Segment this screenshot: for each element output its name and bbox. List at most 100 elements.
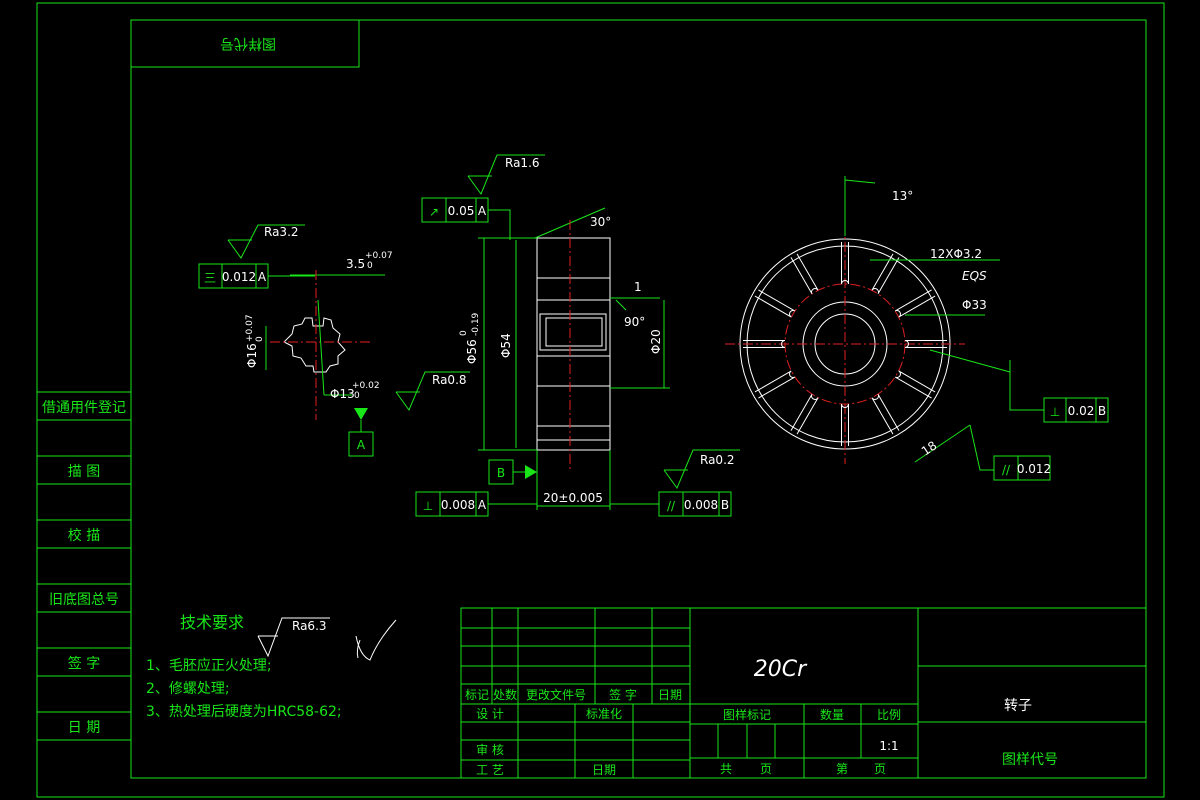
dia33-label: Φ33: [962, 298, 987, 312]
front-perp-value: 0.02: [1068, 404, 1095, 418]
roughness-symbol-ra63: [257, 617, 330, 658]
left-col-label-3: 旧底图总号: [49, 592, 119, 608]
parallel-symbol: //: [667, 499, 676, 513]
outer-frame: [36, 2, 1165, 798]
rotor-slot: [790, 393, 819, 435]
tech-item-1: 1、毛胚应正火处理;: [146, 657, 272, 674]
roughness-ra16: Ra1.6: [505, 156, 540, 170]
rotor-slot: [894, 289, 936, 318]
dia56-tol-upper: 0: [459, 330, 469, 336]
rotor-slot: [871, 393, 900, 435]
front-parallel-value: 0.012: [1017, 462, 1051, 476]
perp-value: 0.008: [441, 498, 475, 512]
holes-label: 12XΦ3.2: [930, 247, 982, 261]
stage-label: 图样标记: [723, 707, 771, 722]
row-label-3: 工 艺: [476, 763, 504, 777]
dia13-tol-upper: +0.02: [352, 381, 380, 391]
tech-heading: 技术要求: [180, 613, 244, 632]
front-perp-datum: B: [1098, 404, 1106, 418]
dia13-label: Φ13: [330, 387, 355, 401]
dia56-tol-lower: -0.19: [471, 312, 481, 336]
runout-datum: A: [478, 204, 487, 218]
drawing-code-label: 图样代号: [1002, 752, 1058, 768]
rev-header-4: 日期: [658, 688, 682, 702]
title-block: 标记 处数 更改文件号 签 字 日期 设 计 标准化 审 核 工 艺 日期 20…: [460, 607, 1147, 779]
dia56-label: Φ56: [465, 339, 479, 364]
rotor-slot: [754, 289, 796, 318]
left-col-label-4: 签 字: [68, 655, 100, 672]
rotor-slot: [871, 253, 900, 295]
angle-90: 90°: [624, 315, 645, 329]
row-label-4: 日期: [592, 763, 616, 777]
dia16-tol-lower: 0: [255, 336, 265, 342]
total-label: 共: [720, 762, 732, 776]
row-label-2: 审 核: [476, 742, 504, 757]
roughness-symbol-ra02: [663, 449, 740, 490]
roughness-ra32: Ra3.2: [264, 225, 299, 239]
rotor-section-body: [536, 237, 611, 451]
runout-value: 0.05: [448, 204, 475, 218]
rotor-slot: [790, 253, 819, 295]
rev-header-3: 签 字: [609, 687, 637, 702]
mirrored-title-text: 图样代号: [220, 35, 276, 51]
front-parallel-frame: [993, 455, 1051, 481]
dia16-label: Φ16: [245, 343, 259, 368]
datum-box-a: [348, 431, 374, 457]
angle-30: 30°: [590, 215, 611, 229]
tech-item-3: 3、热处理后硬度为HRC58-62;: [146, 704, 342, 720]
rev-header-0: 标记: [465, 688, 489, 702]
roughness-symbol-ra16: [467, 154, 545, 196]
rotor-slot: [894, 370, 936, 399]
rotor-slot: [841, 242, 849, 285]
width-dim: 20±0.005: [543, 491, 603, 505]
sheet-label: 第: [836, 762, 848, 776]
chamfer-dim: 3.5: [346, 257, 365, 271]
left-col-label-5: 日 期: [68, 720, 100, 736]
scale-label: 比例: [877, 708, 901, 722]
rotor-slot: [904, 340, 947, 348]
roughness-ra08: Ra0.8: [432, 373, 467, 387]
left-col-label-2: 校 描: [68, 527, 100, 544]
rotor-slot: [841, 403, 849, 446]
rotor-slots: [743, 242, 947, 446]
dia54-label: Φ54: [499, 333, 513, 358]
tolerance-symbol: 三: [204, 271, 216, 285]
front-perp-symbol: ⊥: [1050, 405, 1060, 419]
perp-symbol: ⊥: [423, 499, 433, 513]
angle-13: 13°: [892, 189, 913, 203]
row-label-0: 设 计: [476, 707, 504, 721]
left-col-label-1: 描 图: [68, 464, 100, 480]
left-view: 三 0.012 A Ra3.2 3.5 +0.07 0 Φ16 +0.07 0 …: [198, 224, 393, 457]
inner-frame: [130, 19, 1147, 779]
rotor-slot: [743, 340, 786, 348]
left-col-label-0: 借通用件登记: [42, 400, 126, 416]
qty-label: 数量: [820, 707, 844, 722]
datum-b-label: B: [497, 466, 505, 480]
dia13-tol-lower: 0: [354, 391, 360, 401]
dim-1: 1: [634, 280, 642, 294]
chamfer-tol-lower: 0: [367, 261, 373, 271]
front-view: 13° 12XΦ3.2 EQS Φ33 ⊥ 0.02 B 18 // 0.012: [725, 176, 1109, 481]
rotor-slot: [754, 370, 796, 399]
roughness-ra02: Ra0.2: [700, 453, 735, 467]
datum-triangle-a: [354, 408, 368, 420]
parallel-value: 0.008: [684, 498, 718, 512]
chamfer-tol-upper: +0.07: [365, 251, 393, 261]
datum-a-label: A: [357, 438, 366, 452]
tolerance-datum: A: [258, 270, 267, 284]
page-label: 页: [760, 762, 772, 776]
front-perp-frame: [1043, 397, 1109, 423]
mirrored-title-box: [130, 19, 360, 68]
tech-requirements: 技术要求 Ra6.3 1、毛胚应正火处理; 2、修螺处理; 3、热处理后硬度为H…: [146, 613, 397, 720]
dia20-label: Φ20: [649, 329, 663, 354]
roughness-symbol-ra08: [395, 371, 470, 412]
left-column: 借通用件登记 描 图 校 描 旧底图总号 签 字 日 期: [37, 391, 131, 741]
dia16-tol-upper: +0.07: [245, 314, 255, 342]
rev-header-2: 更改文件号: [526, 687, 586, 702]
dim-18: 18: [919, 438, 939, 458]
material: 20Cr: [754, 657, 808, 682]
section-view: ↗ 0.05 A Ra1.6 30° Φ56 0 -0.19 Φ54 Ra0.: [395, 154, 740, 517]
row-label-1: 标准化: [586, 707, 622, 721]
tech-item-2: 2、修螺处理;: [146, 681, 230, 697]
